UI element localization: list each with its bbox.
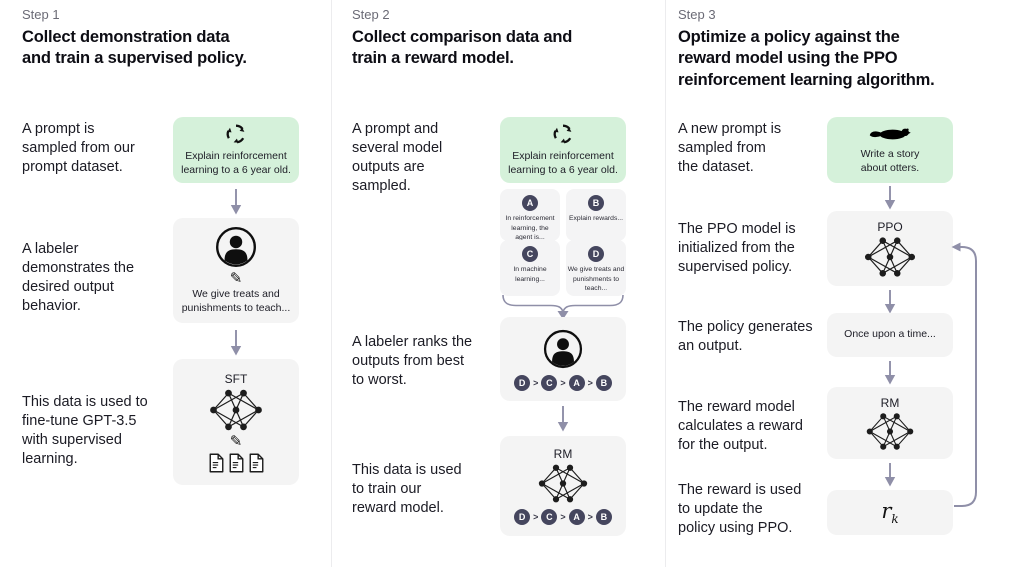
down-arrow-icon bbox=[230, 189, 242, 215]
step3-ppo-box: PPO bbox=[827, 211, 953, 286]
rank-badge: D bbox=[514, 509, 531, 525]
rank-separator: > bbox=[533, 377, 539, 388]
rank-separator: > bbox=[587, 512, 593, 522]
step1-caption-finetune: This data is used to fine-tune GPT-3.5 w… bbox=[22, 394, 148, 468]
down-arrow-icon bbox=[557, 406, 569, 432]
ranking-row: D > C > A > B bbox=[514, 509, 612, 525]
step1-title: Collect demonstration data and train a s… bbox=[22, 28, 247, 68]
pencil-icon: ✎ bbox=[229, 432, 243, 450]
step3-rm-box: RM bbox=[827, 387, 953, 459]
down-arrow-icon bbox=[884, 290, 896, 314]
down-arrow-icon bbox=[884, 186, 896, 210]
cycle-icon bbox=[224, 122, 248, 146]
neural-network-icon bbox=[863, 412, 917, 451]
rm-label: RM bbox=[880, 395, 900, 410]
step3-caption-new-prompt: A new prompt is sampled from the dataset… bbox=[678, 121, 782, 176]
step2-rm-box: RM D > C > A bbox=[500, 436, 626, 536]
rank-badge: A bbox=[568, 374, 585, 391]
step2-title: Collect comparison data and train a rewa… bbox=[352, 28, 573, 68]
output-card-c: C In machine learning... bbox=[500, 240, 560, 296]
neural-network-icon bbox=[206, 388, 266, 432]
output-badge-d: D bbox=[588, 246, 604, 262]
step1-prompt-box: Explain reinforcement learning to a 6 ye… bbox=[173, 117, 299, 183]
rank-separator: > bbox=[533, 512, 539, 522]
step3-prompt-box: Write a story about otters. bbox=[827, 117, 953, 183]
rank-separator: > bbox=[587, 377, 593, 388]
rank-separator: > bbox=[560, 377, 566, 388]
step2-prompt-box: Explain reinforcement learning to a 6 ye… bbox=[500, 117, 626, 183]
output-badge-c: C bbox=[522, 246, 538, 262]
cycle-icon bbox=[551, 122, 575, 146]
step2-label: Step 2 bbox=[352, 7, 390, 22]
step3-reward-box: rk bbox=[827, 490, 953, 535]
rank-badge: B bbox=[595, 374, 612, 391]
document-icon bbox=[228, 453, 245, 473]
step1-labeler-box: ✎ We give treats and punishments to teac… bbox=[173, 218, 299, 323]
step3-output-box-text: Once upon a time... bbox=[844, 328, 936, 341]
step1-labeler-box-text: We give treats and punishments to teach.… bbox=[181, 288, 291, 314]
step3-caption-reward-calc: The reward model calculates a reward for… bbox=[678, 399, 803, 454]
output-badge-b: B bbox=[588, 195, 604, 211]
neural-network-icon bbox=[535, 463, 591, 504]
rank-badge: A bbox=[568, 509, 585, 525]
reward-symbol: rk bbox=[881, 498, 899, 527]
column-divider bbox=[665, 0, 666, 567]
step3-caption-update: The reward is used to update the policy … bbox=[678, 482, 802, 537]
document-icon bbox=[208, 453, 225, 473]
down-arrow-icon bbox=[230, 330, 242, 356]
step1-sft-box: SFT ✎ bbox=[173, 359, 299, 485]
brace-arrow-icon bbox=[500, 292, 626, 320]
output-text-b: Explain rewards... bbox=[568, 215, 624, 222]
documents-icon-row bbox=[208, 453, 265, 473]
rank-separator: > bbox=[560, 512, 566, 522]
loop-arrow-icon bbox=[950, 240, 986, 516]
step3-caption-generates: The policy generates an output. bbox=[678, 319, 813, 355]
output-text-a: In reinforcement learning, the agent is.… bbox=[505, 215, 555, 242]
step1-caption-labeler: A labeler demonstrates the desired outpu… bbox=[22, 241, 135, 315]
step2-caption-train: This data is used to train our reward mo… bbox=[352, 462, 462, 517]
step3-label: Step 3 bbox=[678, 7, 716, 22]
down-arrow-icon bbox=[884, 463, 896, 487]
otter-icon bbox=[869, 125, 911, 144]
step1-prompt-box-text: Explain reinforcement learning to a 6 ye… bbox=[181, 150, 291, 176]
ppo-label: PPO bbox=[877, 219, 903, 234]
document-icon bbox=[248, 453, 265, 473]
output-text-d: We give treats and punishments to teach.… bbox=[567, 266, 625, 293]
person-icon bbox=[214, 225, 258, 269]
rank-badge: C bbox=[541, 374, 558, 391]
rm-label: RM bbox=[553, 447, 573, 461]
output-card-d: D We give treats and punishments to teac… bbox=[566, 240, 626, 296]
column-divider bbox=[331, 0, 332, 567]
rank-badge: B bbox=[595, 509, 612, 525]
down-arrow-icon bbox=[884, 361, 896, 385]
step2-caption-ranks: A labeler ranks the outputs from best to… bbox=[352, 334, 473, 389]
step3-prompt-box-text: Write a story about otters. bbox=[860, 147, 920, 174]
output-text-c: In machine learning... bbox=[513, 266, 547, 283]
step2-prompt-box-text: Explain reinforcement learning to a 6 ye… bbox=[508, 150, 618, 176]
step1-label: Step 1 bbox=[22, 7, 60, 22]
neural-network-icon bbox=[861, 236, 919, 278]
output-badge-a: A bbox=[522, 195, 538, 211]
step1-caption-prompt: A prompt is sampled from our prompt data… bbox=[22, 121, 135, 176]
rank-badge: C bbox=[541, 509, 558, 525]
pencil-icon: ✎ bbox=[229, 270, 243, 288]
sft-label: SFT bbox=[224, 371, 248, 386]
step2-caption-sampled: A prompt and several model outputs are s… bbox=[352, 121, 443, 195]
step3-title: Optimize a policy against the reward mod… bbox=[678, 28, 935, 89]
step3-output-box: Once upon a time... bbox=[827, 313, 953, 357]
step3-caption-ppo-init: The PPO model is initialized from the su… bbox=[678, 221, 796, 276]
step2-labeler-box: D > C > A > B bbox=[500, 317, 626, 401]
output-card-a: A In reinforcement learning, the agent i… bbox=[500, 189, 560, 241]
rank-badge: D bbox=[514, 374, 531, 391]
person-icon bbox=[542, 328, 584, 370]
ranking-row: D > C > A > B bbox=[514, 374, 612, 391]
output-card-b: B Explain rewards... bbox=[566, 189, 626, 241]
